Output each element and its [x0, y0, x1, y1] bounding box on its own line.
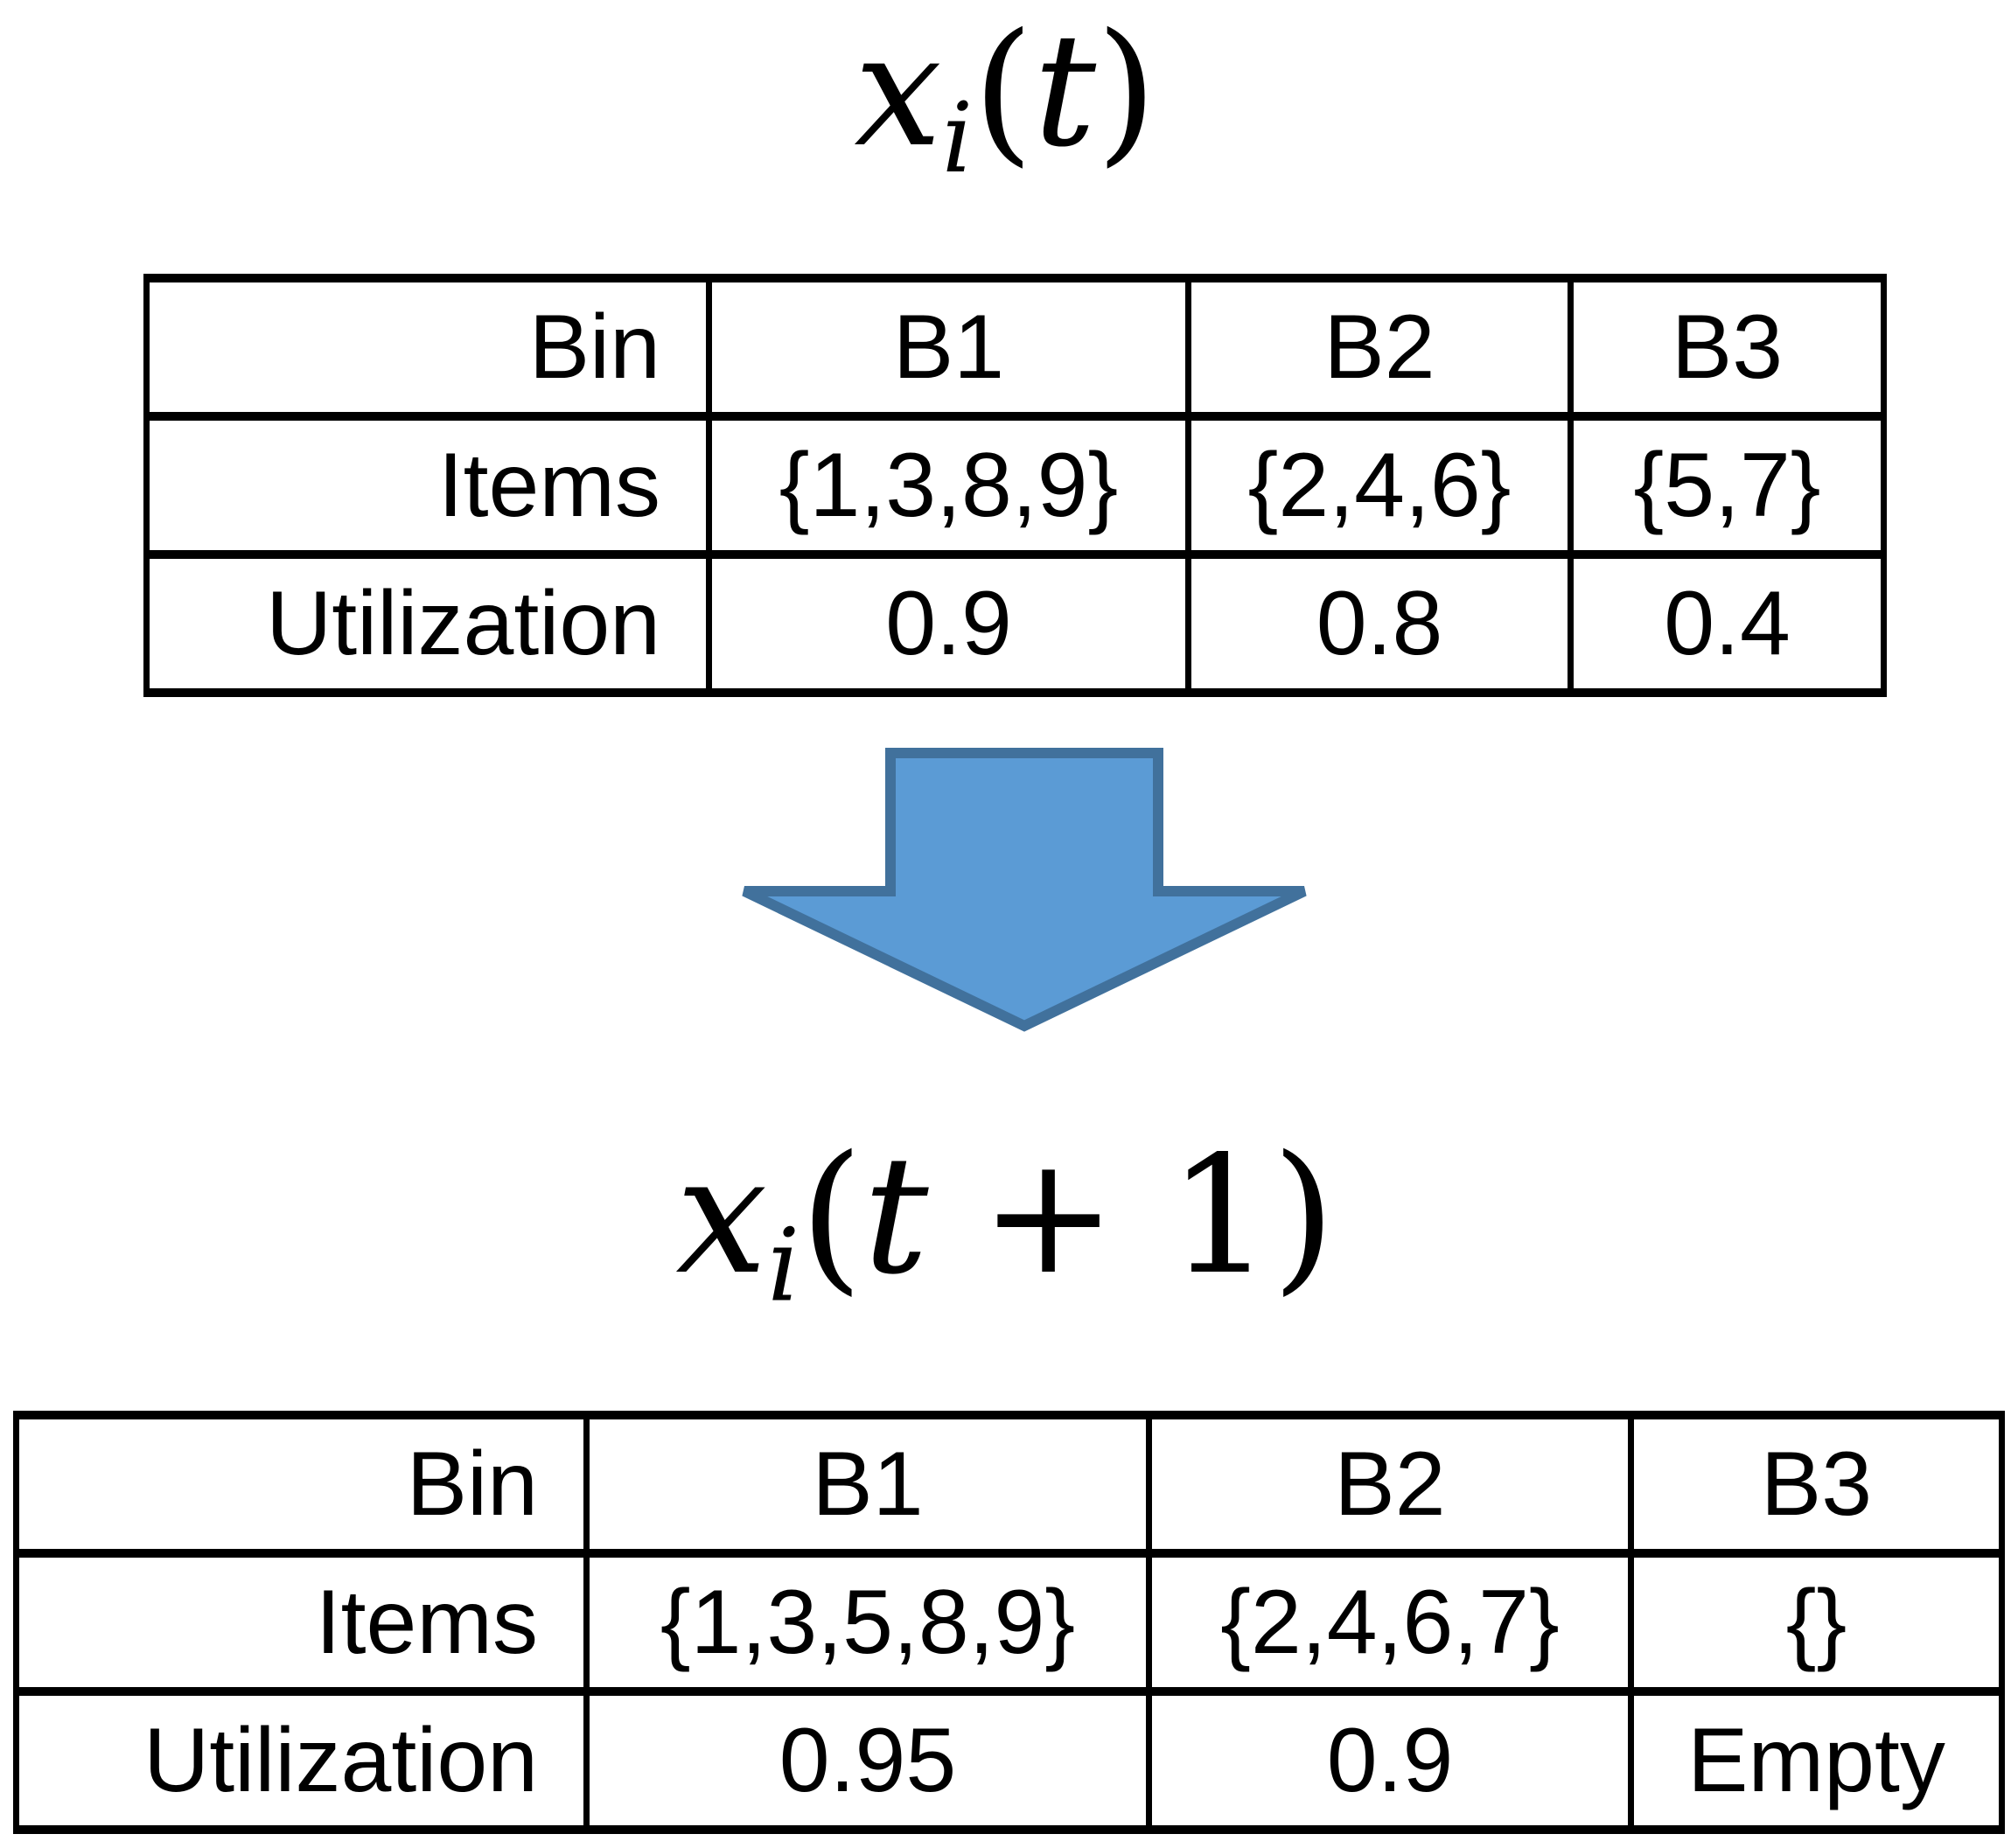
bin-cell: B2: [1185, 274, 1574, 421]
utilization-row-label: Utilization: [143, 550, 712, 697]
table-row-utilization: Utilization 0.95 0.9 Empty: [13, 1687, 2005, 1834]
items-row-label: Items: [13, 1549, 590, 1696]
table-row-items: Items {1,3,8,9} {2,4,6} {5,7}: [143, 412, 1887, 559]
utilization-cell: 0.9: [1146, 1687, 1634, 1834]
bin-cell: B1: [583, 1411, 1152, 1558]
items-row-label: Items: [143, 412, 712, 559]
table-row-bin: Bin B1 B2 B3: [13, 1411, 2005, 1558]
formula-close-paren: ): [1096, 0, 1157, 181]
bin-row-label: Bin: [13, 1411, 590, 1558]
items-cell: {5,7}: [1568, 412, 1887, 559]
bin-cell: B3: [1628, 1411, 2005, 1558]
state-t1-formula: xi(t + 1): [0, 1126, 2011, 1321]
utilization-cell: 0.95: [583, 1687, 1152, 1834]
table-row-bin: Bin B1 B2 B3: [143, 274, 1887, 421]
state-t-table: Bin B1 B2 B3 Items {1,3,8,9} {2,4,6} {5,…: [143, 274, 1887, 697]
utilization-row-label: Utilization: [13, 1687, 590, 1834]
formula-close-paren: ): [1271, 1120, 1336, 1310]
formula-subscript: i: [767, 1207, 800, 1325]
items-cell: {2,4,6}: [1185, 412, 1574, 559]
formula-open-paren: (: [800, 1120, 863, 1310]
formula-arg-variable: t: [862, 1120, 929, 1310]
formula-open-paren: (: [973, 0, 1034, 181]
items-cell: {1,3,8,9}: [706, 412, 1191, 559]
state-t1-table: Bin B1 B2 B3 Items {1,3,5,8,9} {2,4,6,7}…: [13, 1411, 2005, 1834]
formula-arg-variable: t: [1033, 0, 1097, 181]
down-block-arrow-shape: [742, 748, 1307, 1032]
items-cell: {}: [1628, 1549, 2005, 1696]
utilization-cell: 0.8: [1185, 550, 1574, 697]
bin-cell: B3: [1568, 274, 1887, 421]
formula-variable: x: [675, 1120, 768, 1310]
items-cell: {2,4,6,7}: [1146, 1549, 1634, 1696]
down-block-arrow-icon: [742, 748, 1307, 1032]
bin-cell: B2: [1146, 1411, 1634, 1558]
table-row-items: Items {1,3,5,8,9} {2,4,6,7} {}: [13, 1549, 2005, 1696]
utilization-cell: Empty: [1628, 1687, 2005, 1834]
bin-cell: B1: [706, 274, 1191, 421]
formula-subscript: i: [941, 82, 974, 195]
formula-arg-suffix: + 1: [928, 1120, 1272, 1310]
utilization-cell: 0.9: [706, 550, 1191, 697]
formula-variable: x: [854, 0, 942, 181]
table-row-utilization: Utilization 0.9 0.8 0.4: [143, 550, 1887, 697]
bin-row-label: Bin: [143, 274, 712, 421]
items-cell: {1,3,5,8,9}: [583, 1549, 1152, 1696]
state-t-formula: xi(t): [0, 5, 2011, 192]
utilization-cell: 0.4: [1568, 550, 1887, 697]
